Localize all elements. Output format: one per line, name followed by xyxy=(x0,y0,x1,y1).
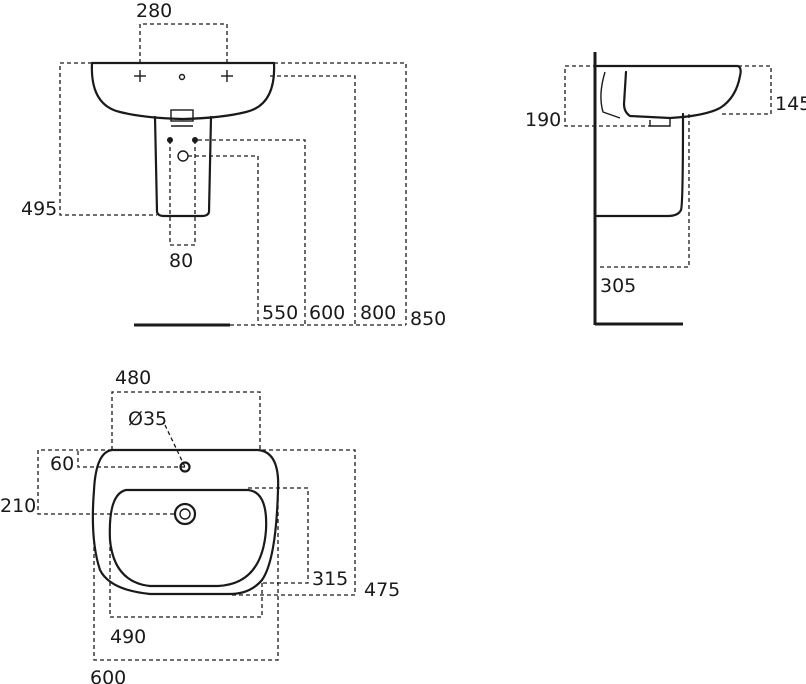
top-bowl-outline xyxy=(108,488,268,588)
side-waste xyxy=(649,118,671,127)
dim-600-width: 600 xyxy=(90,667,126,684)
front-tap-right-icon xyxy=(221,70,233,82)
dim-280: 280 xyxy=(136,0,172,22)
dim-305: 305 xyxy=(600,275,636,297)
side-view: 190 145 305 xyxy=(525,52,806,326)
front-tap-left-icon xyxy=(134,70,146,82)
front-trap-outlet xyxy=(177,150,189,162)
dim-80: 80 xyxy=(169,250,193,272)
side-basin-section xyxy=(595,64,742,120)
top-waste-outer xyxy=(173,502,197,526)
dim-490: 490 xyxy=(110,626,146,648)
top-waste-inner xyxy=(179,508,191,520)
top-tap-hole xyxy=(179,461,191,473)
front-view: 280 495 80 550 600 800 850 xyxy=(21,0,446,330)
front-tap-hole xyxy=(178,73,186,81)
dim-145: 145 xyxy=(775,93,806,115)
dim-190: 190 xyxy=(525,109,561,131)
dim-600: 600 xyxy=(309,302,345,324)
top-view: 480 Ø35 60 210 315 475 490 600 xyxy=(0,367,400,684)
front-overflow-slot xyxy=(170,109,194,122)
dim-495: 495 xyxy=(21,198,57,220)
dim-dia35: Ø35 xyxy=(128,408,167,430)
dim-475: 475 xyxy=(364,579,400,601)
top-basin-outline xyxy=(91,448,280,596)
dim-315: 315 xyxy=(312,568,348,590)
dim-550: 550 xyxy=(262,302,298,324)
front-basin-outline xyxy=(90,61,276,121)
dim-210: 210 xyxy=(0,495,36,517)
side-overflow xyxy=(600,71,621,119)
front-pedestal xyxy=(153,115,213,218)
dim-480: 480 xyxy=(115,367,151,389)
dim-850: 850 xyxy=(410,308,446,330)
side-pedestal xyxy=(595,112,685,218)
dim-60: 60 xyxy=(50,453,74,475)
dim-800: 800 xyxy=(360,302,396,324)
